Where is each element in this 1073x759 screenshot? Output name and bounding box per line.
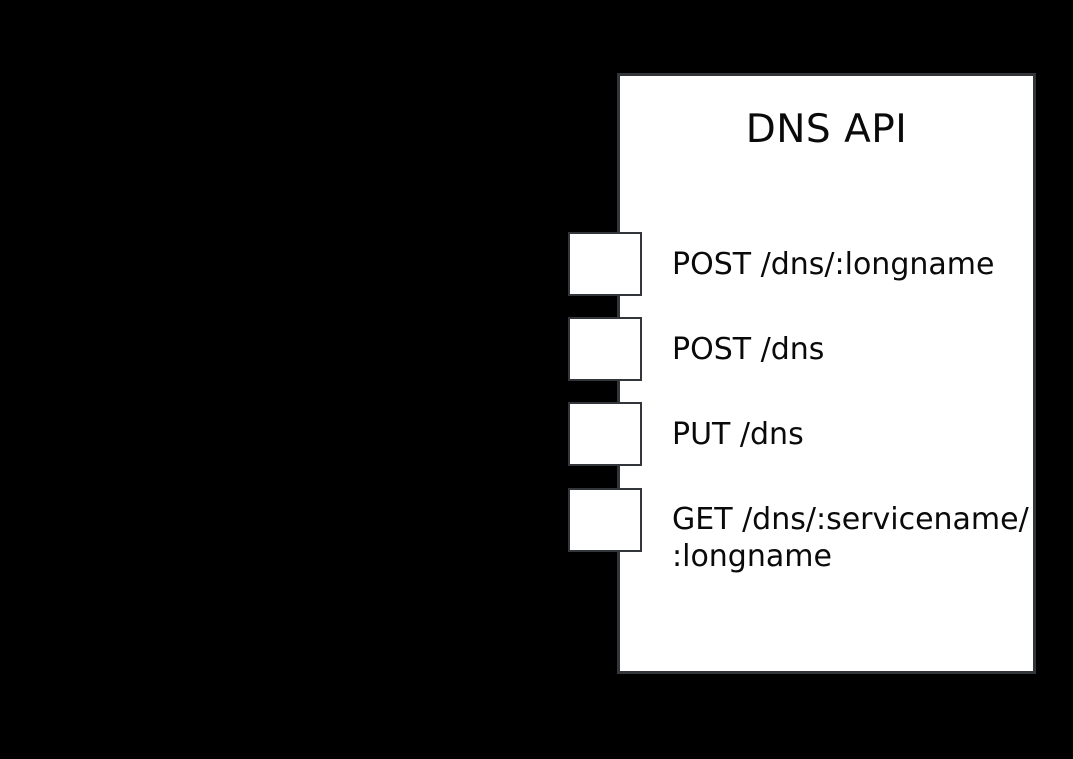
port-square-post-dns (568, 317, 642, 381)
endpoint-label-line: PUT /dns (672, 417, 804, 452)
endpoint-label-line: POST /dns/:longname (672, 247, 995, 282)
endpoint-label-line: :longname (672, 539, 832, 574)
endpoint-label-get-dns-servicename-longname: GET /dns/:servicename/ :longname (672, 501, 1029, 575)
component-title: DNS API (745, 107, 908, 152)
port-square-put-dns (568, 402, 642, 466)
endpoint-label-line: GET /dns/:servicename/ (672, 502, 1029, 537)
dns-api-component-box: DNS API (617, 73, 1036, 674)
endpoint-label-line: POST /dns (672, 332, 825, 367)
endpoint-label-post-dns-longname: POST /dns/:longname (672, 246, 994, 283)
port-square-post-dns-longname (568, 232, 642, 296)
port-square-get-dns-servicename-longname (568, 488, 642, 552)
endpoint-label-put-dns: PUT /dns (672, 416, 804, 453)
endpoint-label-post-dns: POST /dns (672, 331, 824, 368)
